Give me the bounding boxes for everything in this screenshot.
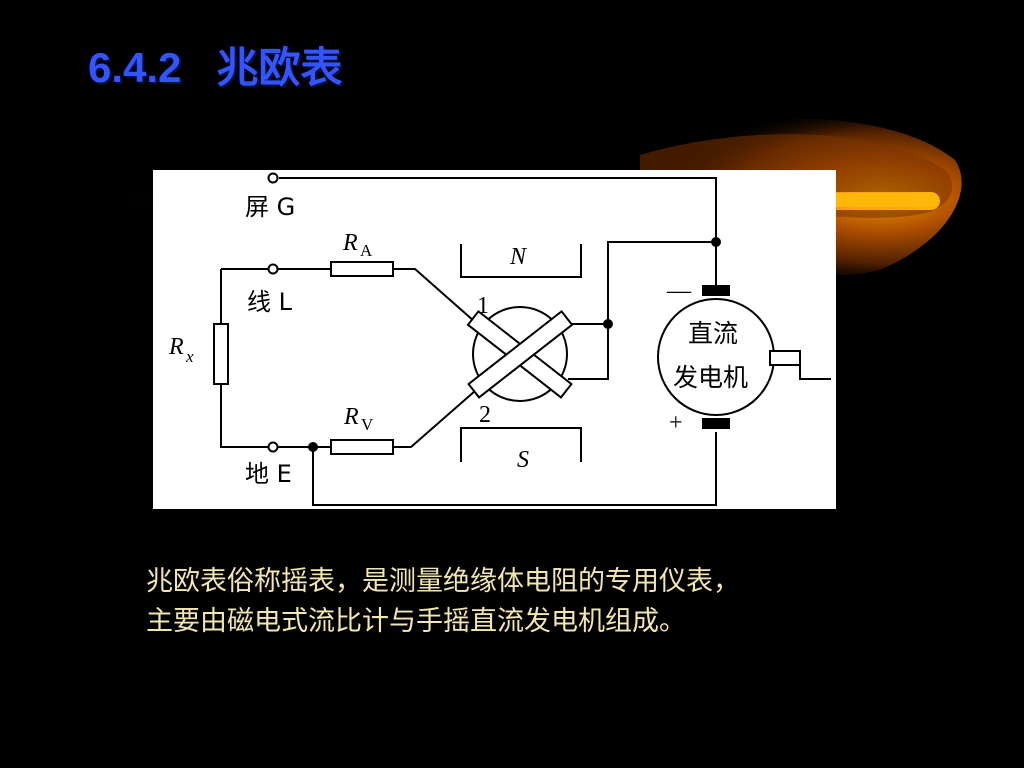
label-rx-sub: x bbox=[185, 347, 194, 366]
wire-generator-plus bbox=[312, 432, 717, 506]
label-rv-sub: V bbox=[361, 415, 374, 434]
slide-title: 6.4.2 兆欧表 bbox=[88, 44, 343, 91]
wire-rx-bottom bbox=[220, 384, 273, 448]
resistor-rv bbox=[330, 439, 394, 455]
terminal-screen bbox=[267, 172, 279, 184]
label-generator-line2: 发电机 bbox=[673, 363, 748, 392]
ratio-meter bbox=[466, 306, 574, 402]
label-rx: R bbox=[168, 334, 184, 360]
label-screen: 屏 G bbox=[245, 193, 295, 221]
label-rv: R bbox=[343, 404, 359, 430]
junctions bbox=[308, 237, 721, 452]
junction-coil bbox=[603, 319, 613, 329]
label-ra-sub: A bbox=[360, 241, 373, 260]
label-generator-line1: 直流 bbox=[688, 319, 738, 348]
generator-circle bbox=[657, 298, 775, 416]
label-coil-1: 1 bbox=[477, 293, 489, 319]
wire-ra-coil bbox=[393, 268, 484, 330]
terminals bbox=[267, 172, 279, 453]
resistor-ra bbox=[330, 261, 394, 277]
caption-line-1: 兆欧表俗称摇表，是测量绝缘体电阻的专用仪表， bbox=[146, 566, 740, 597]
megohmmeter-circuit-diagram: 屏 G 线 L 地 E R A R V R x N S 1 2 直流 发电机 —… bbox=[153, 170, 836, 509]
brush-plus bbox=[702, 418, 730, 429]
coil-2 bbox=[467, 309, 574, 399]
caption: 兆欧表俗称摇表，是测量绝缘体电阻的专用仪表， 主要由磁电式流比计与手摇直流发电机… bbox=[146, 562, 946, 642]
resistor-rx bbox=[213, 323, 229, 385]
generator-shaft-box bbox=[769, 350, 801, 366]
caption-line-2: 主要由磁电式流比计与手摇直流发电机组成。 bbox=[146, 606, 686, 637]
label-minus: — bbox=[666, 278, 692, 304]
wire-screen bbox=[279, 177, 717, 242]
wire-rv-coil bbox=[393, 383, 484, 448]
junction-top bbox=[711, 237, 721, 247]
wire-coil-right bbox=[568, 324, 609, 380]
dc-generator bbox=[657, 285, 801, 429]
brush-minus bbox=[702, 285, 730, 296]
label-coil-2: 2 bbox=[479, 402, 491, 428]
label-line: 线 L bbox=[247, 288, 293, 316]
terminal-earth bbox=[267, 441, 279, 453]
label-ra: R bbox=[342, 230, 358, 256]
wire-top-node bbox=[607, 241, 716, 324]
terminal-line bbox=[267, 263, 279, 275]
junction-earth bbox=[308, 442, 318, 452]
label-north: N bbox=[509, 244, 528, 270]
label-earth: 地 E bbox=[245, 460, 292, 488]
magnet-south bbox=[460, 427, 582, 462]
label-south: S bbox=[517, 447, 529, 473]
magnet-north bbox=[460, 244, 582, 278]
label-plus: + bbox=[669, 410, 683, 436]
